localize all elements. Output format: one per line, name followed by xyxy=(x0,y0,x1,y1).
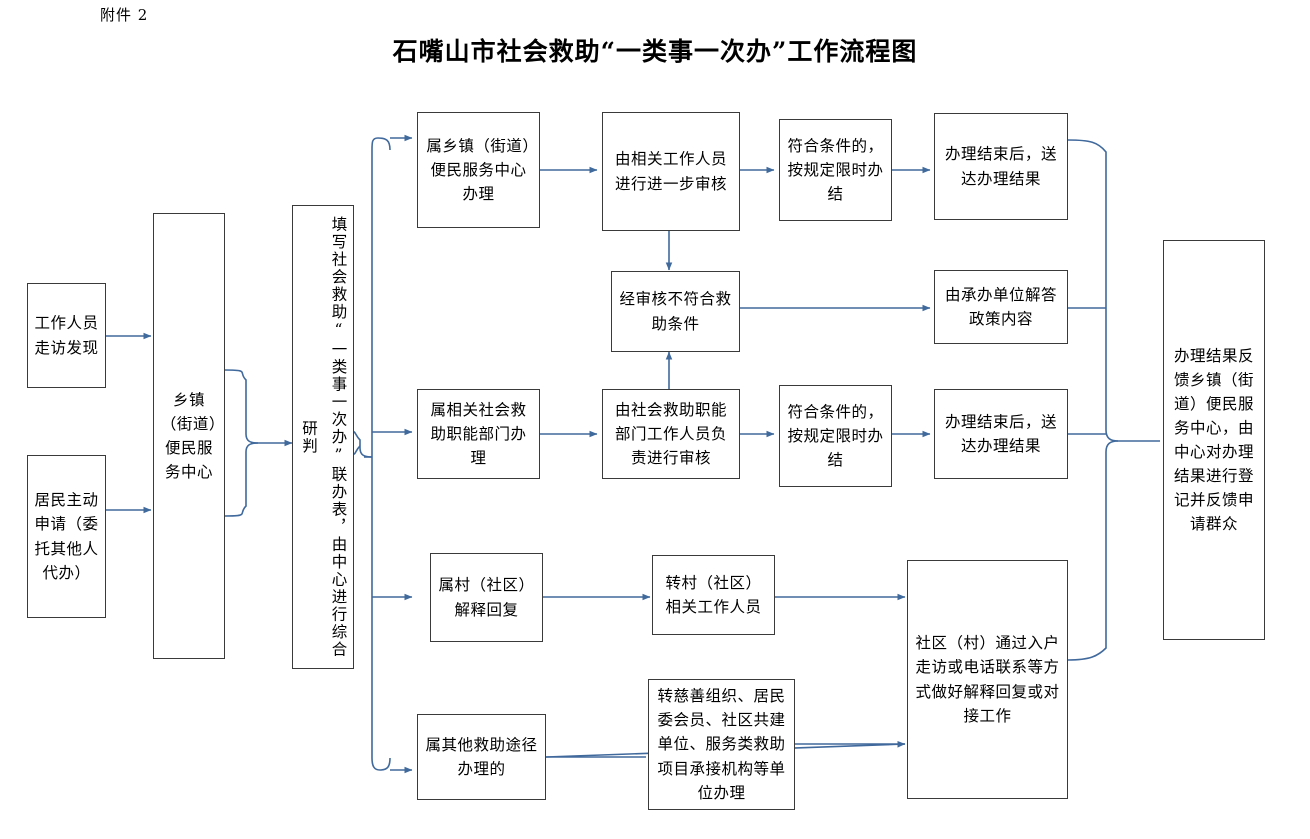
node-qualified-mid-label: 符合条件的，按规定限时办结 xyxy=(787,402,884,469)
node-deliver-mid-label: 办理结束后，送达办理结果 xyxy=(944,412,1057,455)
node-branch-other-label: 属其他救助途径办理的 xyxy=(425,735,538,778)
node-department-review[interactable]: 由社会救助职能部门工作人员负责进行审核 xyxy=(602,389,740,479)
node-deliver-mid[interactable]: 办理结束后，送达办理结果 xyxy=(934,389,1068,479)
node-staff-visit[interactable]: 工作人员走访发现 xyxy=(27,283,106,388)
node-further-review-label: 由相关工作人员进行进一步审核 xyxy=(614,150,727,193)
node-branch-village[interactable]: 属村（社区）解释回复 xyxy=(430,553,543,642)
node-fill-form[interactable]: 填写社会救助“一类事一次办”联办表，由中心进行综合研判 xyxy=(292,205,354,669)
node-policy-answer-label: 由承办单位解答政策内容 xyxy=(944,285,1057,328)
node-branch-township[interactable]: 属乡镇（街道）便民服务中心办理 xyxy=(417,112,540,228)
node-further-review[interactable]: 由相关工作人员进行进一步审核 xyxy=(602,112,740,231)
node-qualified-mid[interactable]: 符合条件的，按规定限时办结 xyxy=(779,385,892,487)
node-not-qualified[interactable]: 经审核不符合救助条件 xyxy=(611,271,740,352)
node-charity-units-label: 转慈善组织、居民委会员、社区共建单位、服务类救助项目承接机构等单位办理 xyxy=(657,687,786,802)
node-department-review-label: 由社会救助职能部门工作人员负责进行审核 xyxy=(614,400,727,467)
node-branch-other[interactable]: 属其他救助途径办理的 xyxy=(417,714,546,800)
node-branch-village-label: 属村（社区）解释回复 xyxy=(438,576,535,619)
node-community-work-label: 社区（村）通过入户走访或电话联系等方式做好解释回复或对接工作 xyxy=(915,634,1060,725)
node-final-feedback[interactable]: 办理结果反馈乡镇（街道）便民服务中心，由中心对办理结果进行登记并反馈申请群众 xyxy=(1163,240,1265,640)
node-community-work[interactable]: 社区（村）通过入户走访或电话联系等方式做好解释回复或对接工作 xyxy=(907,560,1068,799)
node-charity-units[interactable]: 转慈善组织、居民委会员、社区共建单位、服务类救助项目承接机构等单位办理 xyxy=(648,679,795,810)
node-township-center-label: 乡镇（街道）便民服务中心 xyxy=(160,390,218,482)
node-fill-form-label: 填写社会救助“一类事一次办”联办表，由中心进行综合研判 xyxy=(300,215,348,659)
node-village-staff-label: 转村（社区）相关工作人员 xyxy=(665,573,762,616)
node-branch-department[interactable]: 属相关社会救助职能部门办理 xyxy=(417,389,540,479)
node-resident-apply[interactable]: 居民主动申请（委托其他人代办） xyxy=(27,455,106,618)
node-branch-township-label: 属乡镇（街道）便民服务中心办理 xyxy=(426,136,531,203)
page-title: 石嘴山市社会救助“一类事一次办”工作流程图 xyxy=(392,37,918,66)
node-branch-department-label: 属相关社会救助职能部门办理 xyxy=(430,400,527,467)
node-deliver-top-label: 办理结束后，送达办理结果 xyxy=(944,145,1057,188)
node-qualified-top-label: 符合条件的，按规定限时办结 xyxy=(787,136,884,203)
node-township-center[interactable]: 乡镇（街道）便民服务中心 xyxy=(153,213,225,659)
node-qualified-top[interactable]: 符合条件的，按规定限时办结 xyxy=(779,119,892,221)
node-village-staff[interactable]: 转村（社区）相关工作人员 xyxy=(652,555,775,635)
node-deliver-top[interactable]: 办理结束后，送达办理结果 xyxy=(934,113,1068,220)
node-staff-visit-label: 工作人员走访发现 xyxy=(34,314,99,357)
node-policy-answer[interactable]: 由承办单位解答政策内容 xyxy=(934,270,1068,344)
node-resident-apply-label: 居民主动申请（委托其他人代办） xyxy=(34,491,99,582)
node-not-qualified-label: 经审核不符合救助条件 xyxy=(619,290,732,333)
attachment-label: 附件 2 xyxy=(100,6,149,24)
node-final-feedback-label: 办理结果反馈乡镇（街道）便民服务中心，由中心对办理结果进行登记并反馈申请群众 xyxy=(1173,346,1254,534)
